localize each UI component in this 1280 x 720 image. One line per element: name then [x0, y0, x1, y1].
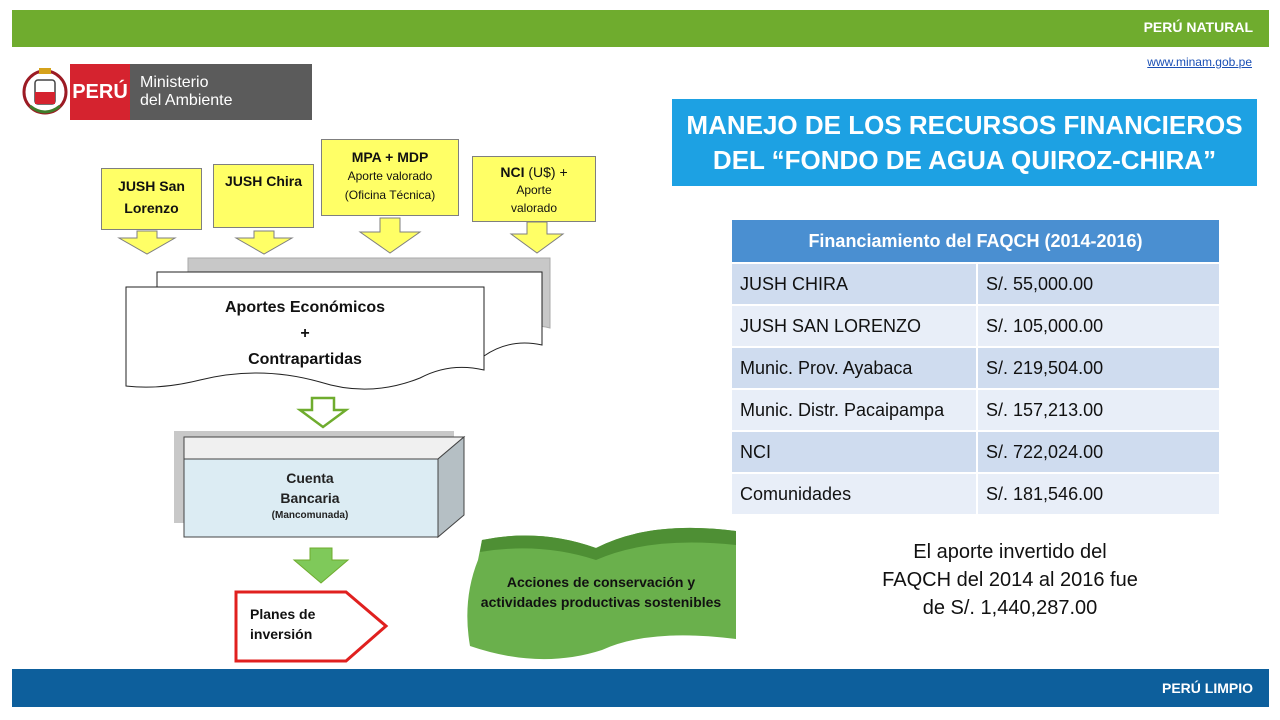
entity-cell: NCI	[730, 430, 978, 474]
conservation-actions-label: Acciones de conservación y actividades p…	[480, 574, 722, 610]
entity-cell: JUSH SAN LORENZO	[730, 304, 978, 348]
entity-cell: Munic. Distr. Pacaipampa	[730, 388, 978, 432]
contributor-name: MPA + MDP	[351, 149, 429, 165]
slide-title-line1: MANEJO DE LOS RECURSOS FINANCIEROS	[686, 109, 1243, 140]
investment-plans-line1: Planes de	[250, 606, 316, 622]
document-stack-front	[125, 286, 485, 390]
arrow-down-icon	[117, 230, 177, 255]
contributor-name: JUSH Chira	[224, 173, 303, 189]
contributor-detail: valorado	[510, 201, 558, 215]
coat-of-arms-icon	[22, 64, 68, 120]
bank-account-box-top	[183, 436, 466, 460]
arrow-down-icon	[358, 217, 422, 254]
contributions-line1: Aportes Económicos	[224, 299, 386, 316]
logo-ministry-line1: Ministerio	[140, 74, 209, 91]
investment-plans-shape	[234, 590, 389, 663]
total-summary-line2: FAQCH del 2014 al 2016 fue	[882, 569, 1138, 591]
total-summary-line1: El aporte invertido del	[913, 541, 1107, 563]
amount-cell: S/. 219,504.00	[976, 346, 1221, 390]
bank-account-line2: Bancaria	[280, 490, 340, 506]
logo-country: PERÚ	[70, 64, 130, 120]
contributor-name-suffix: (U$) +	[524, 164, 568, 180]
amount-cell: S/. 722,024.00	[976, 430, 1221, 474]
entity-cell: JUSH CHIRA	[730, 262, 978, 306]
contributor-detail: Aporte valorado	[347, 169, 433, 183]
contributor-detail: (Oficina Técnica)	[344, 188, 436, 202]
logo-ministry-line2: del Ambiente	[140, 92, 233, 109]
website-link[interactable]: www.minam.gob.pe	[1147, 55, 1252, 69]
top-banner-label: PERÚ NATURAL	[1143, 19, 1253, 35]
financing-table: Financiamiento del FAQCH (2014-2016) JUS…	[730, 218, 1221, 516]
contributions-line3: Contrapartidas	[248, 351, 362, 368]
amount-cell: S/. 105,000.00	[976, 304, 1221, 348]
entity-cell: Munic. Prov. Ayabaca	[730, 346, 978, 390]
bottom-banner-label: PERÚ LIMPIO	[1161, 680, 1253, 696]
bottom-banner: PERÚ LIMPIO	[12, 669, 1269, 707]
contributor-nci: NCI (U$) + Aporte valorado	[472, 156, 596, 222]
investment-plans-line2: inversión	[250, 626, 313, 642]
slide-title-line2: DEL “FONDO DE AGUA QUIROZ-CHIRA”	[712, 144, 1217, 175]
arrow-down-icon	[509, 221, 565, 254]
contributor-jush-chira: JUSH Chira	[213, 164, 314, 228]
contributor-mpa-mdp: MPA + MDP Aporte valorado (Oficina Técni…	[321, 139, 459, 216]
arrow-down-icon	[234, 230, 294, 255]
contributions-line2: +	[300, 325, 310, 342]
contributor-detail: Aporte	[516, 183, 552, 197]
top-banner: PERÚ NATURAL	[12, 10, 1269, 47]
entity-cell: Comunidades	[730, 472, 978, 516]
financing-table-header: Financiamiento del FAQCH (2014-2016)	[730, 218, 1221, 264]
contributor-jush-san-lorenzo: JUSH San Lorenzo	[101, 168, 202, 230]
bank-account-line1: Cuenta	[286, 470, 334, 486]
arrow-down-hollow-icon	[296, 396, 350, 429]
bank-account-label: Cuenta Bancaria (Mancomunada)	[185, 468, 435, 521]
contributions-label: Aportes Económicos + Contrapartidas	[145, 295, 465, 373]
contributor-name: NCI	[500, 164, 525, 180]
contributor-name: JUSH San	[118, 178, 185, 194]
arrow-down-icon	[292, 547, 350, 584]
conservation-banner-shape	[467, 527, 736, 660]
total-summary-line3: de S/. 1,440,287.00	[922, 597, 1098, 619]
amount-cell: S/. 157,213.00	[976, 388, 1221, 432]
total-summary: El aporte invertido del FAQCH del 2014 a…	[840, 538, 1180, 622]
bank-account-line3: (Mancomunada)	[271, 510, 349, 521]
bank-account-box-front	[183, 458, 439, 538]
slide-title: MANEJO DE LOS RECURSOS FINANCIEROS DEL “…	[672, 99, 1257, 186]
contributor-name: Lorenzo	[124, 200, 179, 216]
logo-ministry: Ministerio del Ambiente	[130, 64, 312, 120]
investment-plans-label: Planes de inversión	[250, 604, 360, 644]
flow-diagram	[117, 217, 736, 663]
amount-cell: S/. 181,546.00	[976, 472, 1221, 516]
amount-cell: S/. 55,000.00	[976, 262, 1221, 306]
